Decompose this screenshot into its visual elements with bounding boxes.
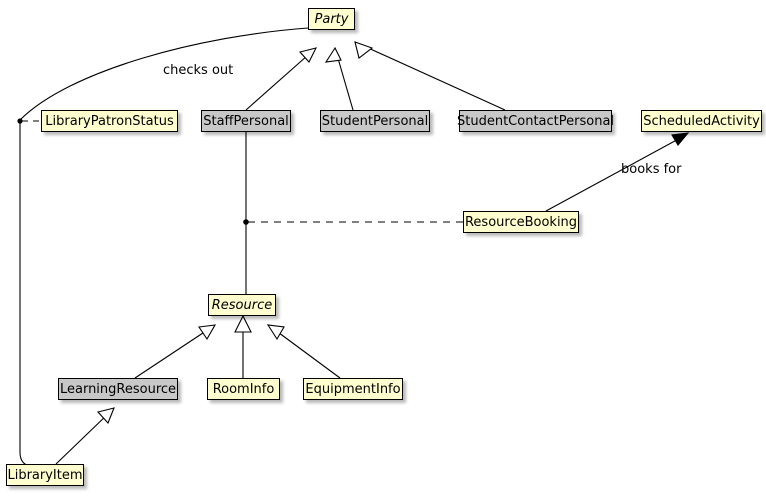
- edge-label-checks-out: checks out: [163, 63, 234, 78]
- class-label: Party: [314, 11, 349, 27]
- class-node-resource[interactable]: Resource: [208, 294, 276, 316]
- edge-staffpersonal-to-resource: [243, 132, 249, 294]
- class-node-room-info[interactable]: RoomInfo: [207, 378, 280, 400]
- edge-label-books-for: books for: [621, 162, 682, 177]
- class-node-learning-resource[interactable]: LearningResource: [58, 378, 178, 400]
- class-node-staff-personal[interactable]: StaffPersonal: [201, 110, 291, 132]
- edge-librarypatronstatus-to-libraryitem: [19, 121, 43, 467]
- edge-learningresource-to-resource: [134, 324, 217, 379]
- class-label: LearningResource: [59, 381, 177, 397]
- edge-roominfo-to-resource: [234, 314, 252, 378]
- class-node-library-item[interactable]: LibraryItem: [6, 464, 84, 486]
- class-label: ResourceBooking: [464, 214, 578, 230]
- class-label: Resource: [211, 297, 273, 313]
- class-label: EquipmentInfo: [305, 381, 401, 397]
- class-node-library-patron-status[interactable]: LibraryPatronStatus: [41, 110, 178, 132]
- class-label: RoomInfo: [212, 381, 275, 397]
- class-label: ScheduledActivity: [643, 113, 760, 129]
- class-node-student-personal[interactable]: StudentPersonal: [320, 110, 430, 132]
- edge-staffpersonal-to-party: [245, 47, 318, 111]
- edge-resourcebooking-to-scheduledactivity: [545, 132, 690, 212]
- class-node-resource-booking[interactable]: ResourceBooking: [463, 211, 579, 233]
- class-label: LibraryPatronStatus: [45, 113, 174, 129]
- class-label: LibraryItem: [7, 467, 83, 483]
- class-node-student-contact-personal[interactable]: StudentContactPersonal: [457, 110, 615, 132]
- class-node-party[interactable]: Party: [308, 8, 355, 30]
- edge-libraryitem-to-learningresource: [55, 407, 115, 465]
- class-label: StudentContactPersonal: [457, 113, 615, 129]
- edge-studentpersonal-to-party: [324, 46, 354, 111]
- edge-studentcontactpersonal-to-party: [354, 41, 506, 111]
- edge-equipmentinfo-to-resource: [266, 324, 341, 379]
- class-label: StaffPersonal: [203, 113, 289, 129]
- class-node-scheduled-activity[interactable]: ScheduledActivity: [641, 110, 762, 132]
- class-label: StudentPersonal: [321, 113, 429, 129]
- class-node-equipment-info[interactable]: EquipmentInfo: [303, 378, 403, 400]
